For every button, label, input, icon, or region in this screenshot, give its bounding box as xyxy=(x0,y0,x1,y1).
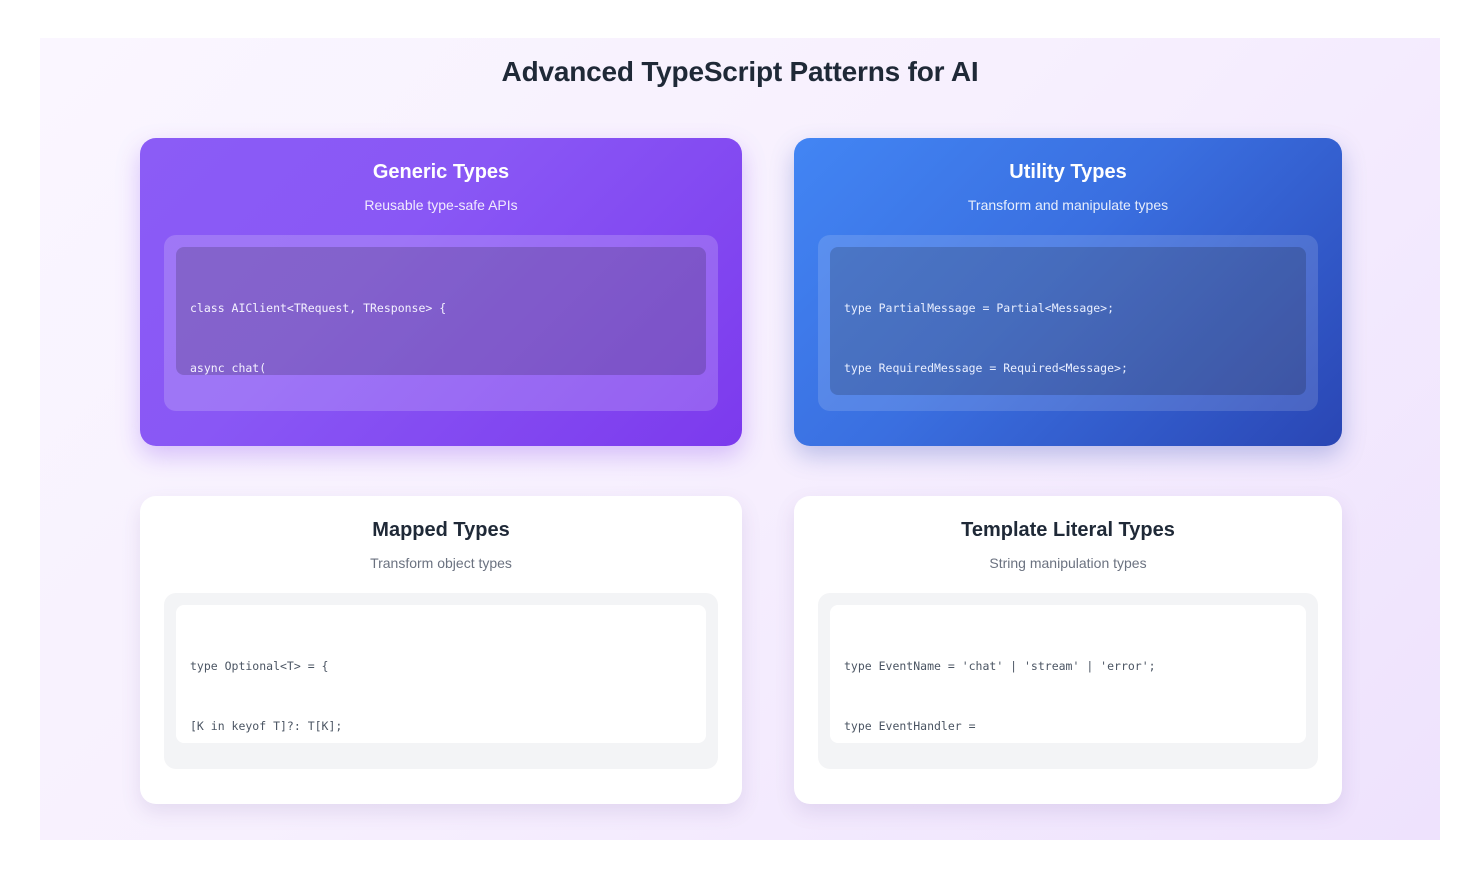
code-panel: type Optional<T> = { [K in keyof T]?: T[… xyxy=(164,592,718,769)
page-canvas: Advanced TypeScript Patterns for AI Gene… xyxy=(40,38,1440,840)
code-line: [K in keyof T]?: T[K]; xyxy=(190,718,343,733)
card-subtitle: Transform and manipulate types xyxy=(967,197,1169,213)
card-utility-types[interactable]: Utility Types Transform and manipulate t… xyxy=(794,138,1342,446)
code-block: class AIClient<TRequest, TResponse> { as… xyxy=(176,246,706,375)
code-panel: class AIClient<TRequest, TResponse> { as… xyxy=(164,234,718,411)
code-block: type EventName = 'chat' | 'stream' | 'er… xyxy=(830,604,1306,743)
card-title: Template Literal Types xyxy=(961,519,1175,541)
card-title: Utility Types xyxy=(1009,161,1127,183)
card-subtitle: Transform object types xyxy=(370,555,512,571)
code-panel: type PartialMessage = Partial<Message>; … xyxy=(818,234,1318,411)
code-line: type Optional<T> = { xyxy=(190,658,329,673)
card-template-literal-types[interactable]: Template Literal Types String manipulati… xyxy=(794,496,1342,804)
card-generic-types[interactable]: Generic Types Reusable type-safe APIs cl… xyxy=(140,138,742,446)
code-line: async chat( xyxy=(190,360,267,375)
code-panel: type EventName = 'chat' | 'stream' | 'er… xyxy=(818,592,1318,769)
code-line: type PartialMessage = Partial<Message>; xyxy=(844,300,1115,315)
card-grid: Generic Types Reusable type-safe APIs cl… xyxy=(140,138,1342,804)
code-line: type EventHandler = xyxy=(844,718,976,733)
card-subtitle: String manipulation types xyxy=(989,555,1147,571)
code-block: type Optional<T> = { [K in keyof T]?: T[… xyxy=(176,604,706,743)
card-title: Generic Types xyxy=(372,161,510,183)
code-line: class AIClient<TRequest, TResponse> { xyxy=(190,300,447,315)
code-line: type RequiredMessage = Required<Message>… xyxy=(844,360,1128,375)
code-block: type PartialMessage = Partial<Message>; … xyxy=(830,246,1306,395)
card-mapped-types[interactable]: Mapped Types Transform object types type… xyxy=(140,496,742,804)
card-title: Mapped Types xyxy=(372,519,510,541)
card-subtitle: Reusable type-safe APIs xyxy=(364,197,518,213)
page-title: Advanced TypeScript Patterns for AI xyxy=(501,56,979,87)
code-line: type EventName = 'chat' | 'stream' | 'er… xyxy=(844,658,1156,673)
